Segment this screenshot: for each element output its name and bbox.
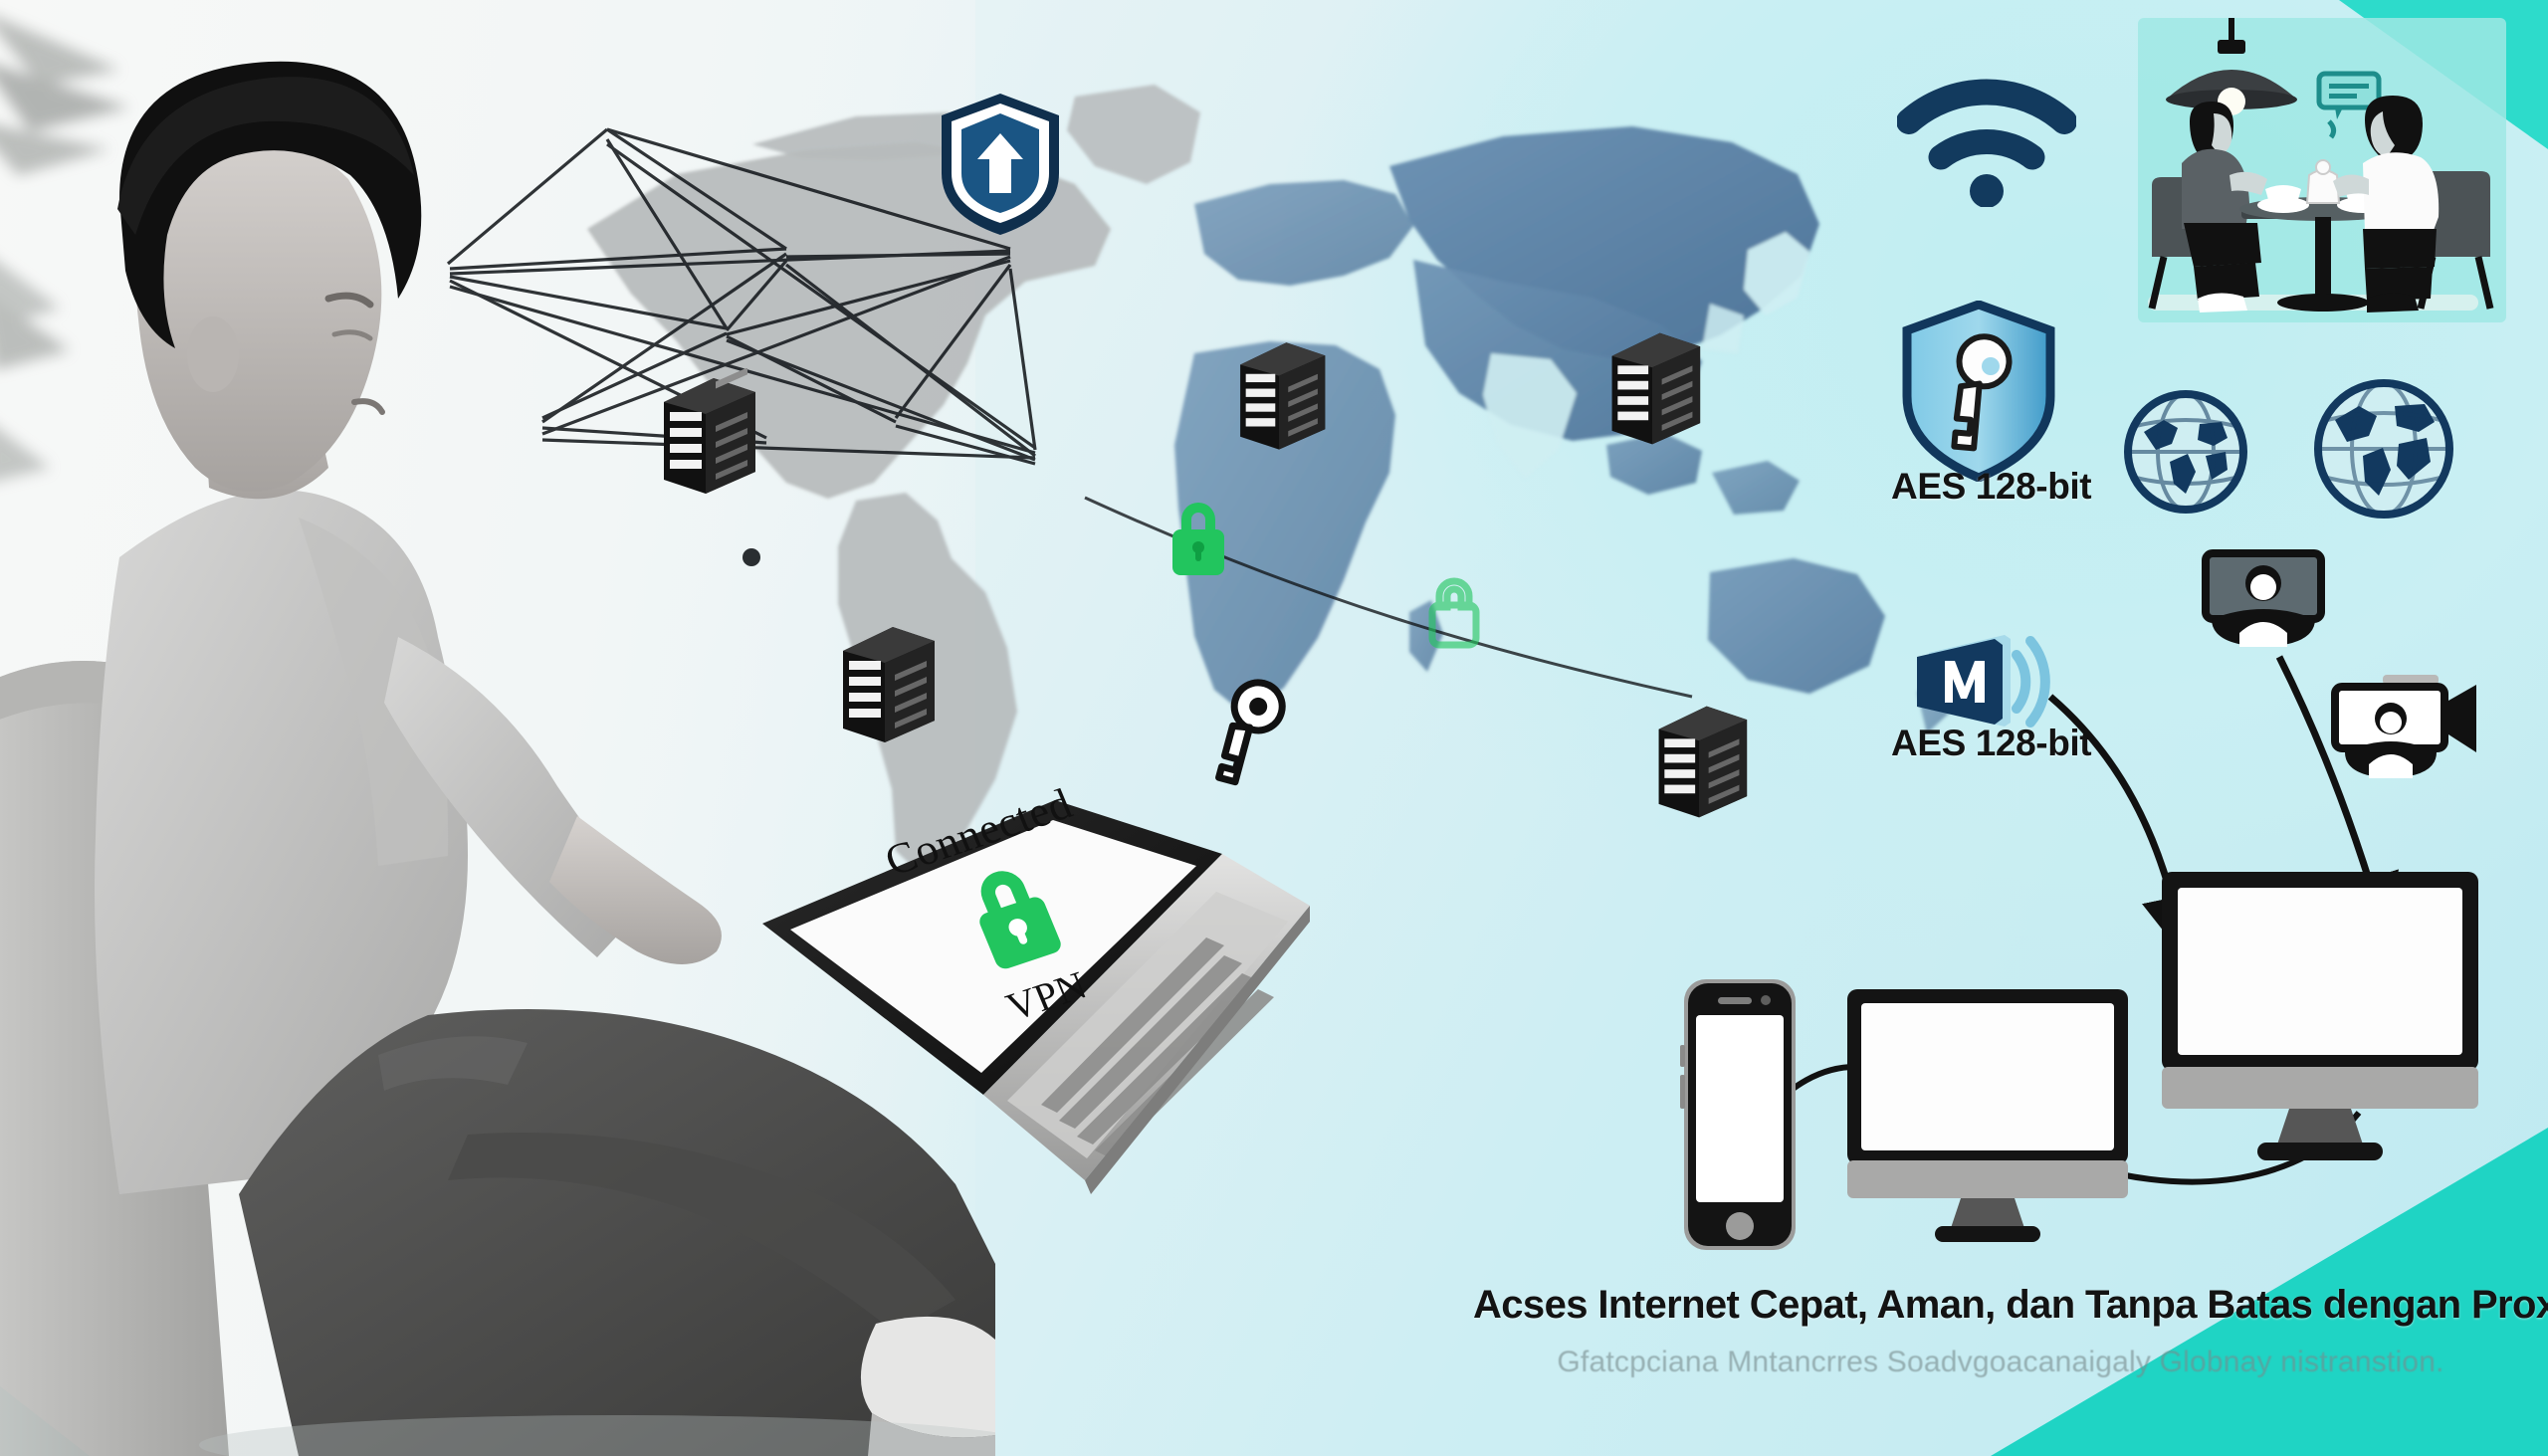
desktop-monitor-icon <box>1843 985 2132 1254</box>
map-key-icon <box>1177 664 1320 801</box>
smartphone-icon <box>1680 975 1800 1254</box>
cafe-two-people-icon <box>2138 18 2506 322</box>
large-desktop-monitor-icon <box>2158 868 2482 1178</box>
video-camera-user-icon <box>2331 673 2480 782</box>
globe-world-icon <box>2311 376 2456 521</box>
plant-leaves-icon <box>0 18 129 481</box>
laptop-device: Connected VPN <box>756 779 1314 1214</box>
map-padlock-faded-icon <box>1423 577 1485 649</box>
server-north-america <box>652 367 759 498</box>
padlock-closed-icon <box>947 850 1081 986</box>
caption-subtitle: Gfatcpciana Mntancrres Soadvgoacanaigaly… <box>1557 1346 2444 1378</box>
shield-upload-arrow-icon <box>936 90 1065 239</box>
wifi-signal-icon <box>1896 78 2077 208</box>
shield-key-icon <box>1899 300 2058 483</box>
bottom-caption: Acses Internet Cepat, Aman, dan Tanpa Ba… <box>1473 1282 2548 1379</box>
server-oceania <box>1647 697 1751 822</box>
server-east-asia <box>1600 323 1704 449</box>
aes-label-lower: AES 128-bit <box>1891 723 2092 763</box>
caption-headline: Acses Internet Cepat, Aman, dan Tanpa Ba… <box>1473 1283 2548 1327</box>
video-call-user-icon <box>2202 549 2325 653</box>
broadcast-speaker-icon <box>1909 627 2058 736</box>
globe-americas-icon <box>2122 388 2249 516</box>
person-using-laptop-photo <box>0 0 1035 1456</box>
server-europe <box>1229 333 1329 455</box>
chat-bubble-icon <box>2316 71 2382 139</box>
map-padlock-green-icon <box>1163 498 1234 579</box>
server-south-america <box>831 617 939 746</box>
aes-label-upper: AES 128-bit <box>1891 466 2092 507</box>
